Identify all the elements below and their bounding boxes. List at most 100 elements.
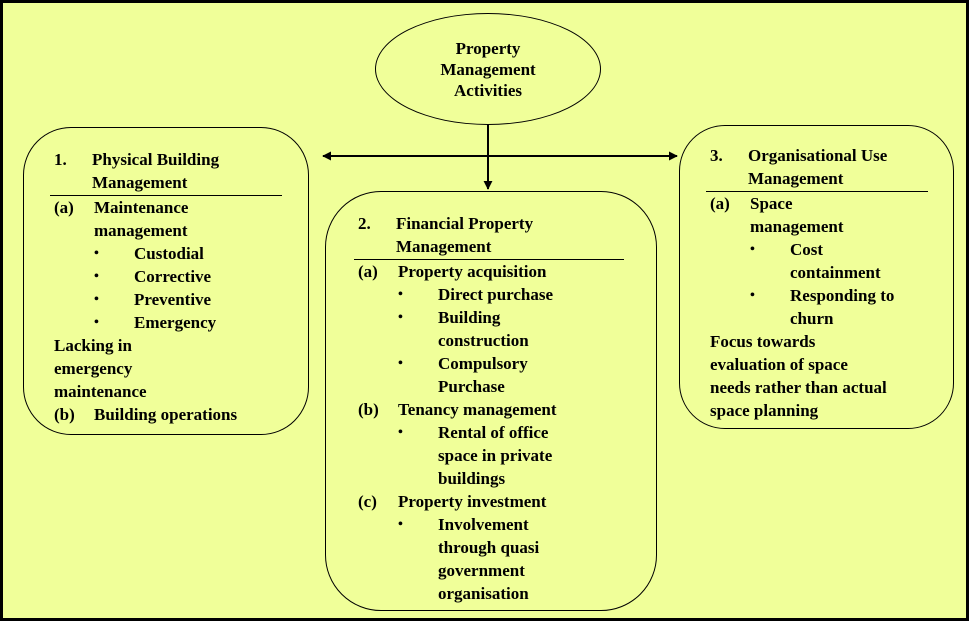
section-text-line: Maintenance — [94, 198, 189, 217]
bullet-text: Rental of office space in private building… — [438, 421, 552, 490]
bullet-item: • Cost containment — [710, 238, 953, 284]
bullet-text-line: organisation — [438, 584, 529, 603]
section-label: (a) — [54, 198, 74, 217]
bullet-item: • Building construction — [358, 306, 656, 352]
section-heading: (c) Property investment — [358, 490, 656, 513]
bullet-text-line: Responding to — [790, 286, 895, 305]
bullet-text-line: construction — [438, 331, 529, 350]
bullet-text-line: Preventive — [134, 290, 212, 309]
center-title-line: Activities — [454, 80, 522, 100]
section-text: Property acquisition — [398, 260, 546, 283]
bullet-text-line: churn — [790, 309, 834, 328]
section-label: (a) — [710, 194, 730, 213]
box-note: Focus towards evaluation of space needs ra… — [710, 330, 953, 422]
bullet-text-line: Cost — [790, 240, 824, 259]
bullet-text-line: Involvement — [438, 515, 529, 534]
connector-arrows — [322, 117, 678, 190]
title-underline — [50, 195, 282, 196]
bullet-text-line: containment — [790, 263, 881, 282]
bullet-text-line: space in private — [438, 446, 553, 465]
bullet-text: Involvement through quasi government organi… — [438, 513, 539, 605]
bullet-item: • Involvement through quasi government organ… — [358, 513, 656, 605]
section-text-line: Space — [750, 194, 793, 213]
box-title-line: Management — [748, 169, 844, 188]
bullet-text-line: through quasi — [438, 538, 540, 557]
box-number: 3. — [710, 146, 723, 165]
bullet-dot: • — [94, 315, 99, 330]
bullet-text: Cost containment — [790, 238, 881, 284]
bullet-dot: • — [398, 517, 403, 532]
bullet-text-line: Custodial — [134, 244, 204, 263]
bullet-dot: • — [94, 292, 99, 307]
bullet-text-line: buildings — [438, 469, 506, 488]
bullet-text: Building construction — [438, 306, 529, 352]
section-label: (a) — [358, 262, 378, 281]
bullet-text: Custodial — [134, 242, 204, 265]
bullet-dot: • — [398, 310, 403, 325]
bullet-dot: • — [750, 288, 755, 303]
bullet-dot: • — [94, 269, 99, 284]
bullet-text-line: Building — [438, 308, 501, 327]
bullet-dot: • — [398, 287, 403, 302]
box-number: 1. — [54, 150, 67, 169]
bullet-item: • Corrective — [54, 265, 308, 288]
box-title-line: Management — [396, 237, 492, 256]
title-underline — [354, 259, 624, 260]
bullet-text-line: Rental of office — [438, 423, 549, 442]
bullet-item: • Emergency — [54, 311, 308, 334]
section-text: Property investment — [398, 490, 546, 513]
bullet-dot: • — [398, 356, 403, 371]
section-text-line: management — [750, 217, 844, 236]
bullet-text-line: Direct purchase — [438, 285, 554, 304]
bullet-text: Preventive — [134, 288, 211, 311]
bullet-item: • Rental of office space in private buildin… — [358, 421, 656, 490]
bullet-text-line: government — [438, 561, 525, 580]
bullet-dot: • — [94, 246, 99, 261]
center-title-line: Management — [440, 59, 536, 79]
section-text: Space management — [750, 192, 843, 238]
center-title-line: Property — [455, 38, 521, 58]
box-note-line: maintenance — [54, 382, 147, 401]
title-underline — [706, 191, 928, 192]
box-note-line: evaluation of space — [710, 355, 848, 374]
section-text-line: Tenancy management — [398, 400, 557, 419]
box-note-line: emergency — [54, 359, 133, 378]
bullet-text-line: Corrective — [134, 267, 212, 286]
bullet-text: Responding to churn — [790, 284, 894, 330]
bullet-text: Emergency — [134, 311, 216, 334]
section-heading: (b)Tenancy management — [358, 398, 656, 421]
section-heading: (a) Space management — [710, 192, 953, 238]
section-label: (b) — [54, 405, 75, 424]
box-note-line: needs rather than actual — [710, 378, 887, 397]
bullet-dot: • — [398, 425, 403, 440]
bullet-text-line: Emergency — [134, 313, 217, 332]
bullet-item: • Custodial — [54, 242, 308, 265]
box-title-line: Organisational Use — [748, 146, 888, 165]
section-text-line: Property acquisition — [398, 262, 547, 281]
box-title-line: Management — [92, 173, 188, 192]
bullet-dot: • — [750, 242, 755, 257]
bullet-text-line: Purchase — [438, 377, 505, 396]
bullet-item: • Responding to churn — [710, 284, 953, 330]
section-heading: (a) Property acquisition — [358, 260, 656, 283]
box-title-line: Physical Building — [92, 150, 220, 169]
bullet-text: Direct purchase — [438, 283, 553, 306]
bullet-item: • Preventive — [54, 288, 308, 311]
section-heading: (b) Building operations — [54, 403, 308, 426]
section-label: (c) — [358, 492, 377, 511]
section-text-line: Building operations — [94, 405, 238, 424]
box-note-line: Focus towards — [710, 332, 816, 351]
